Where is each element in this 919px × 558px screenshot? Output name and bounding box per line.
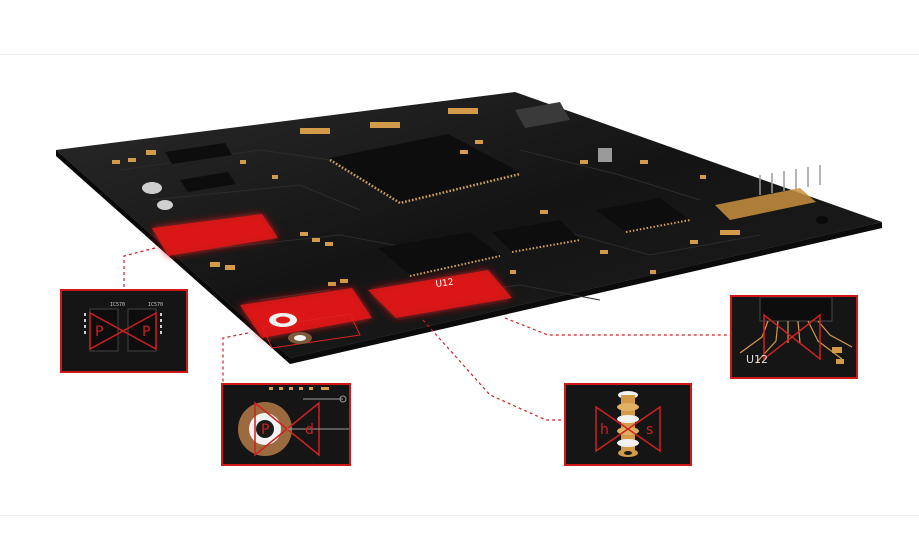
copper-traces <box>119 149 761 301</box>
callout-left: IC570 IC570 P P <box>60 289 188 373</box>
top-divider <box>0 54 919 55</box>
highlight-zone-left <box>152 214 278 256</box>
ic-left <box>180 172 236 192</box>
board-edge-left <box>56 150 290 364</box>
callout-bottom-center-label-1: h <box>600 422 609 438</box>
marker-triangle-left-b <box>121 311 157 351</box>
marker-triangle-r-a <box>763 313 794 361</box>
board-via-2-hole <box>294 335 306 341</box>
highlight-zone-u12 <box>368 270 512 318</box>
ic-mid <box>492 220 580 252</box>
ic-topleft <box>165 143 232 164</box>
connector-block <box>515 102 570 128</box>
marker-triangle-bl-a <box>254 401 289 457</box>
board-label-u12: U12 <box>435 278 454 290</box>
callout-left-chip-text-1: IC570 <box>110 302 125 308</box>
callout-bottom-left-label-1: P <box>261 422 269 438</box>
callout-bottom-left-graphic: P d <box>223 385 349 464</box>
cpu-chip <box>330 134 520 202</box>
callout-bottom-center-label-2: s <box>646 422 653 438</box>
ic-mid-pins <box>511 239 581 253</box>
smd-components <box>112 108 740 286</box>
callout-left-graphic: IC570 IC570 P P <box>62 291 186 371</box>
marker-triangle-bc-b <box>626 405 661 453</box>
highlight-outline-via <box>261 313 361 349</box>
callout-left-label-1: P <box>95 324 103 340</box>
callout-bottom-left: P d <box>221 383 351 466</box>
ic-right-pins <box>625 219 691 233</box>
callout-right-graphic: U12 <box>732 297 856 377</box>
marker-triangle-left-a <box>89 311 125 351</box>
callout-left-label-2: P <box>142 324 150 340</box>
leader-lines <box>123 247 730 421</box>
callout-bottom-center: h s <box>564 383 692 466</box>
board-via-hole <box>276 316 290 324</box>
ic-right <box>596 198 690 232</box>
bottom-divider <box>0 515 919 516</box>
board-edge <box>290 222 882 364</box>
silver-caps <box>142 148 828 224</box>
callout-right: U12 <box>730 295 858 379</box>
marker-triangle-bc-a <box>595 405 630 453</box>
marker-triangle-r-b <box>790 313 821 361</box>
ic-lower <box>378 232 500 275</box>
ic-lower-pins <box>409 255 501 277</box>
callout-bottom-center-graphic: h s <box>566 385 690 464</box>
via-hole <box>256 420 274 438</box>
header-pins <box>759 165 821 195</box>
pcb-board <box>56 92 882 358</box>
gold-pad-row <box>715 188 816 220</box>
callout-right-chip-text: U12 <box>746 353 768 366</box>
callout-bottom-left-label-2: d <box>305 422 314 438</box>
callout-left-chip-text-2: IC570 <box>148 302 163 308</box>
